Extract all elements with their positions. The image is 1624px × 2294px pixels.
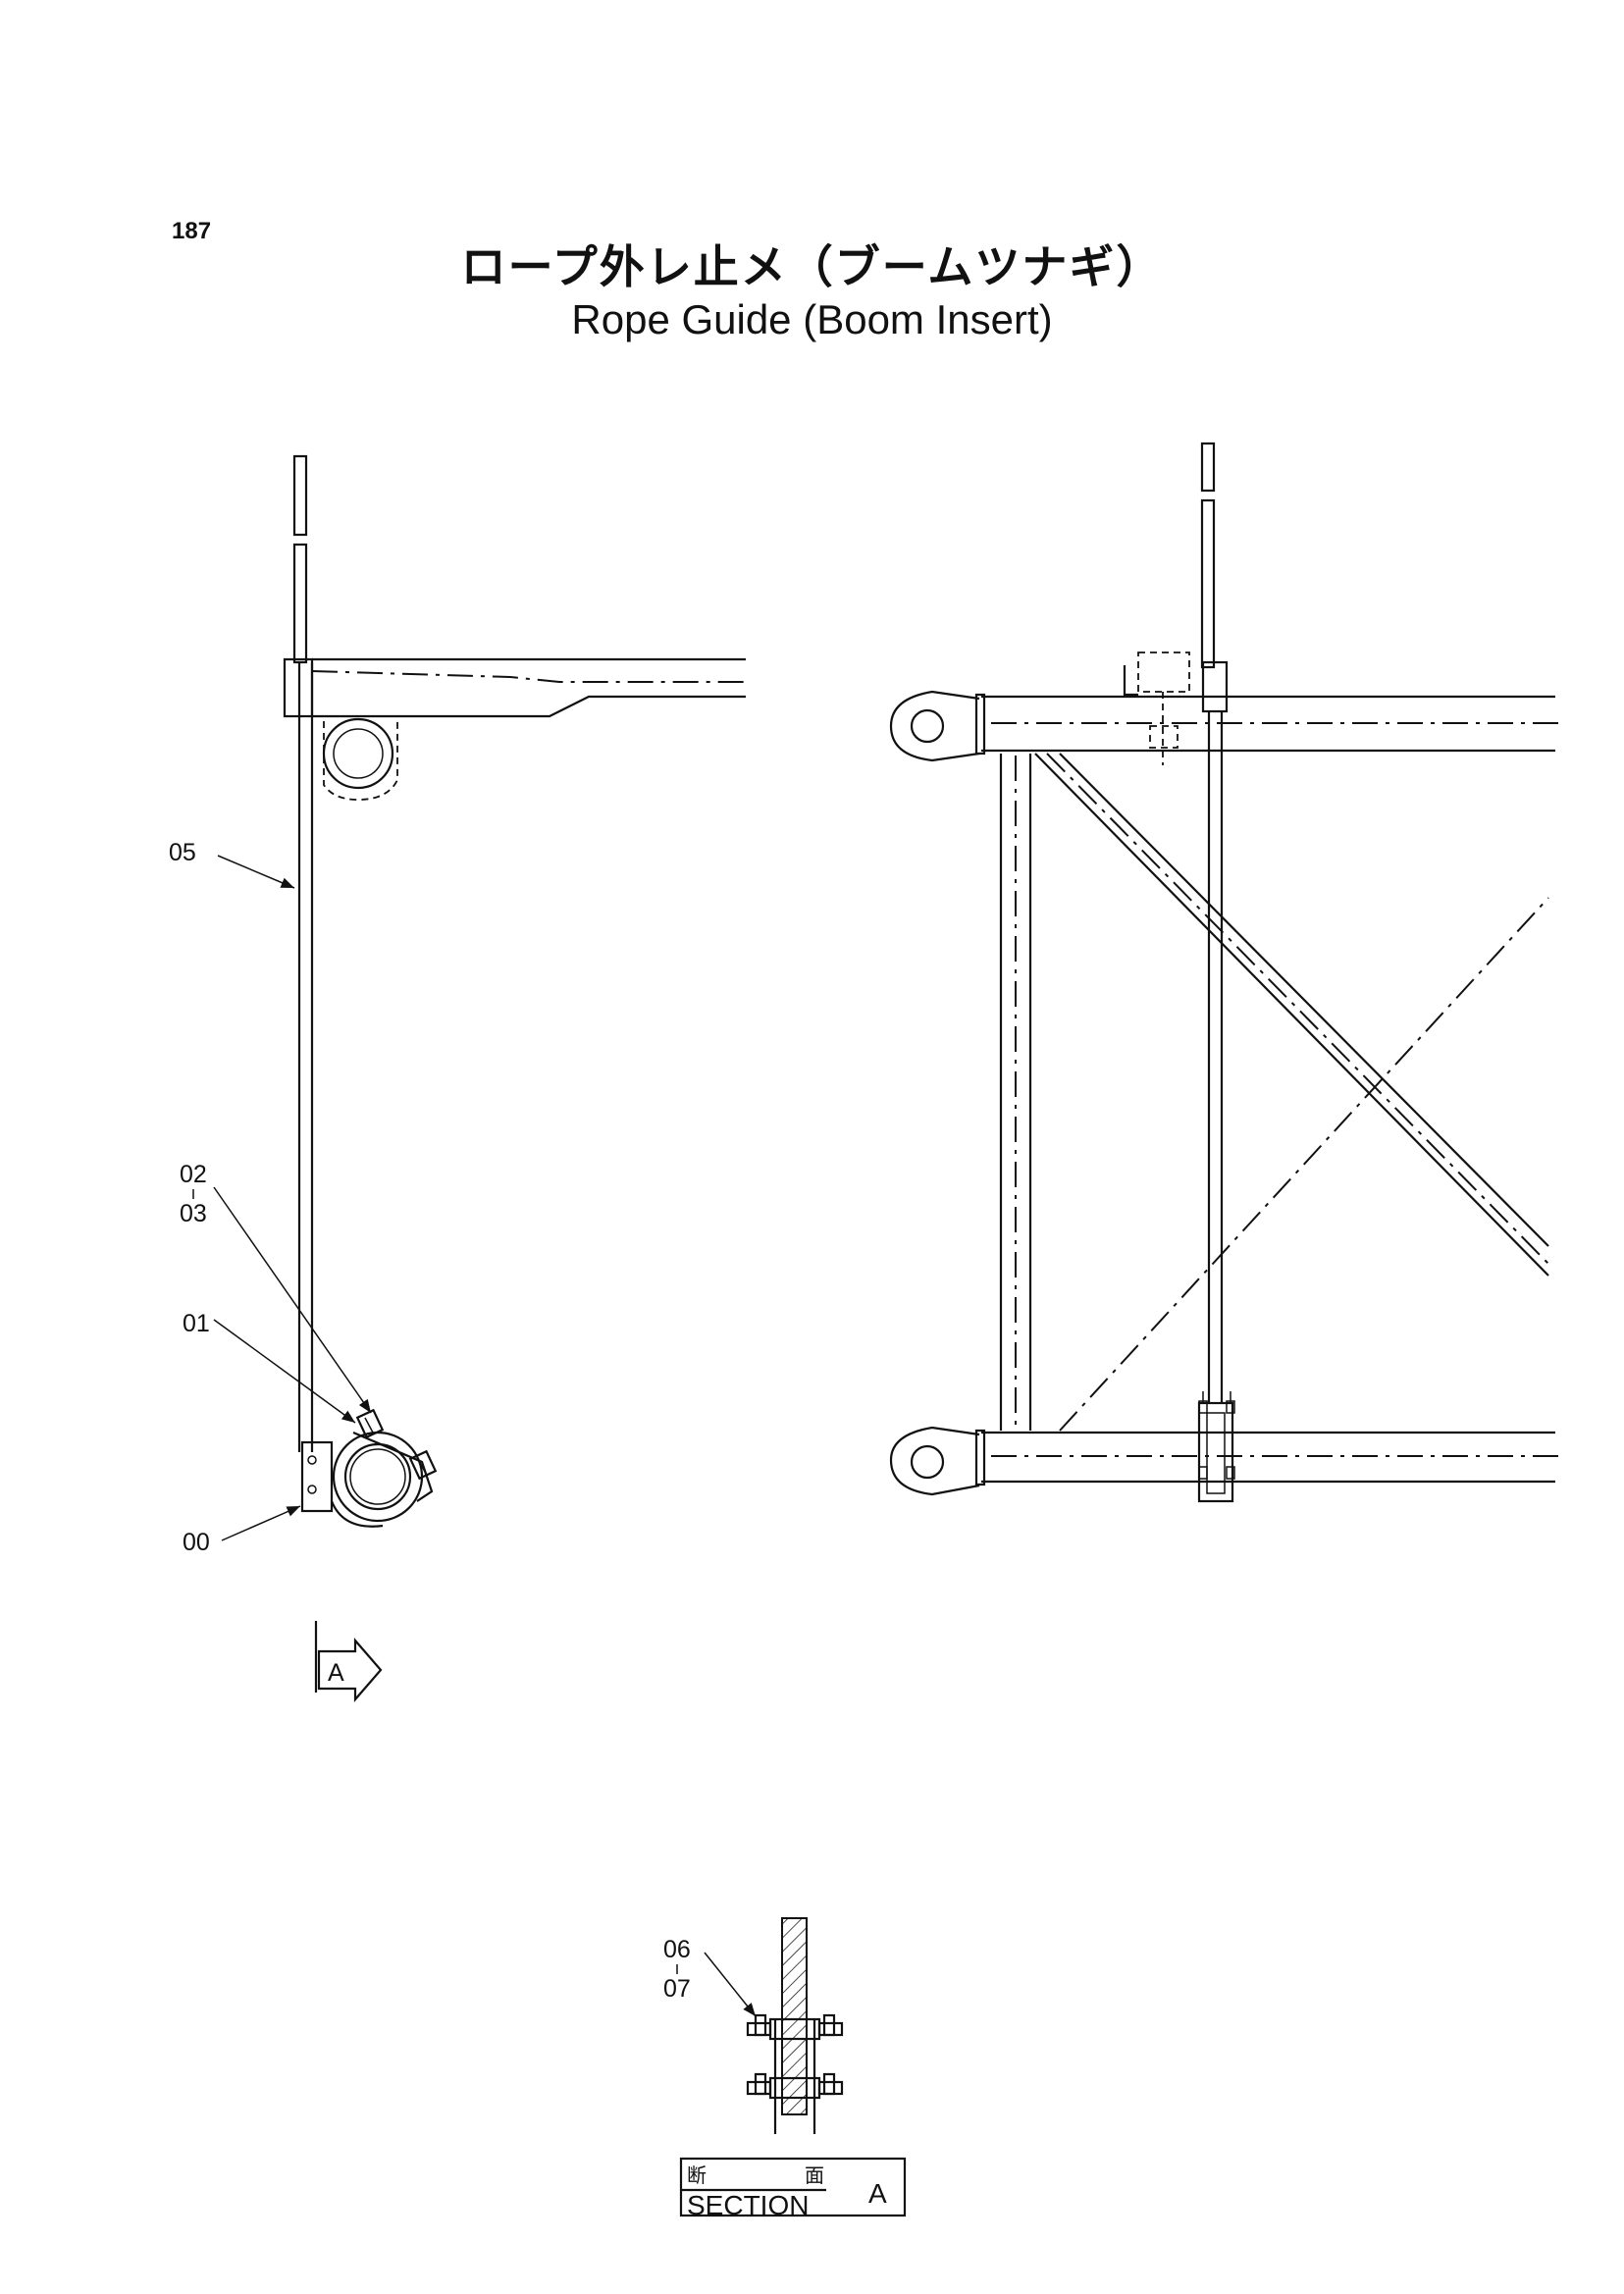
- title-english: Rope Guide (Boom Insert): [571, 296, 1053, 342]
- front-view: [889, 442, 1560, 1503]
- section-label-jp-right: 面: [805, 2164, 824, 2187]
- callout-02: 02: [180, 1161, 207, 1188]
- callout-03: 03: [180, 1200, 207, 1227]
- side-view: [283, 454, 746, 1528]
- view-arrow-a: [314, 1621, 383, 1702]
- title-japanese: ロープ外レ止メ（ブームツナギ）: [460, 240, 1164, 293]
- callout-05: 05: [169, 839, 196, 866]
- section-label-jp-left: 断: [687, 2164, 707, 2187]
- section-label-box: [679, 2157, 907, 2217]
- callout-00: 00: [183, 1529, 210, 1556]
- callout-leaders: [213, 855, 372, 1541]
- callout-07: 07: [663, 1975, 691, 2003]
- section-label-letter: A: [868, 2178, 887, 2209]
- section-a-detail: [704, 1917, 844, 2134]
- view-arrow-label: A: [328, 1659, 344, 1687]
- section-label-en: SECTION: [687, 2190, 809, 2220]
- page-number: 187: [172, 218, 212, 244]
- callout-06: 06: [663, 1936, 691, 1963]
- callout-01: 01: [183, 1310, 210, 1337]
